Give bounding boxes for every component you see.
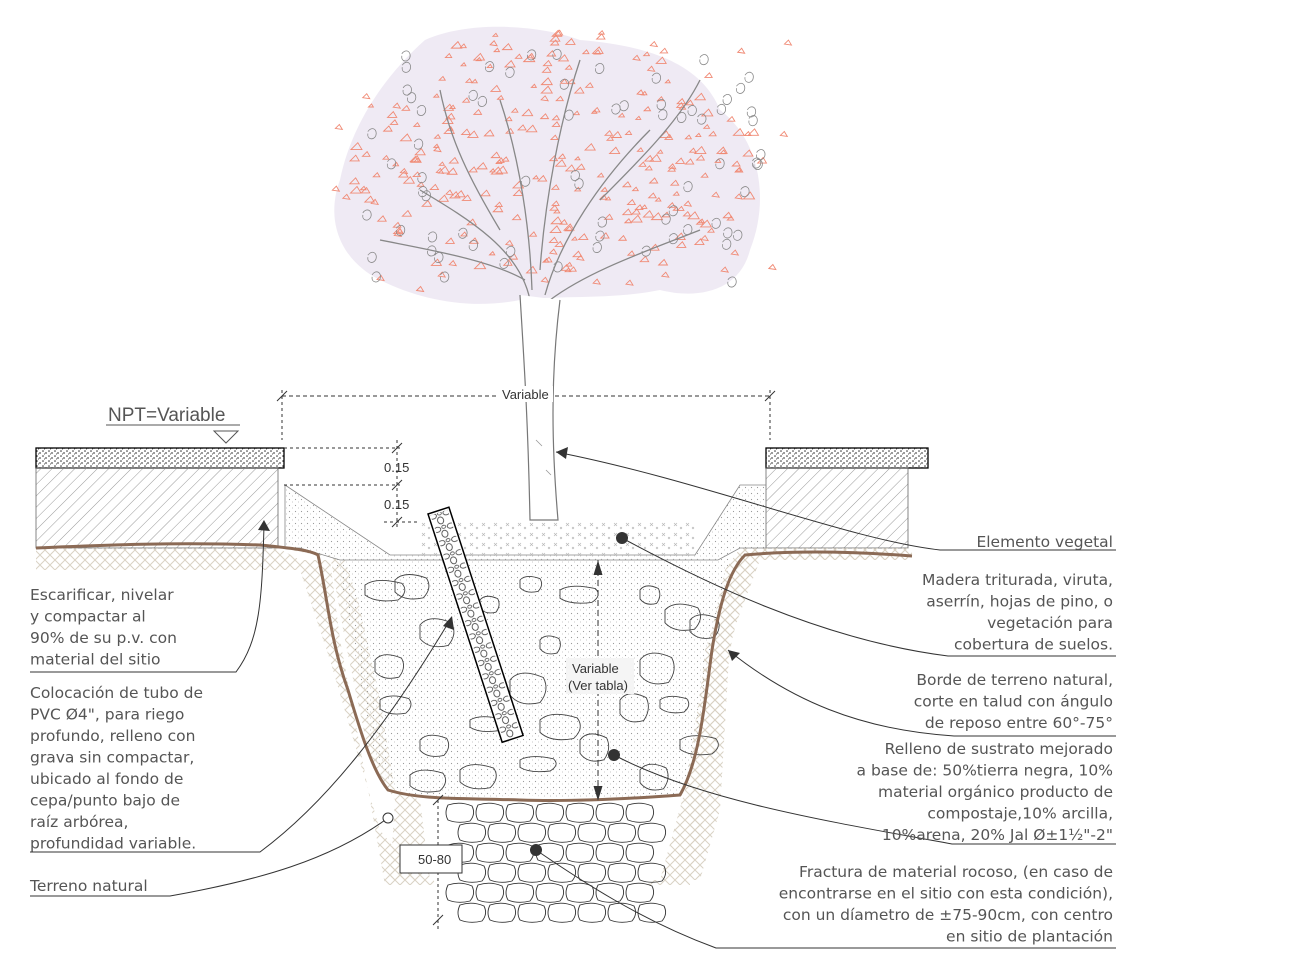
left-label-1: Escarificar, nivelar y compactar al 90% de… (30, 586, 177, 669)
left-label-2-line-8: profundidad variable. (30, 835, 196, 853)
right-label-4-line-5: 10%arena, 20% Jal Ø±1½"-2" (882, 826, 1113, 844)
dim-pit-depth-1: Variable (572, 661, 619, 676)
left-label-2-line-5: ubicado al fondo de (30, 770, 183, 788)
left-label-2-line-3: profundo, relleno con (30, 727, 195, 745)
tree-trunk (519, 294, 561, 521)
left-label-2-line-7: raíz arbórea, (30, 813, 128, 831)
right-label-5: Fractura de material rocoso, (en caso de… (779, 863, 1113, 946)
left-bank (35, 447, 285, 549)
right-label-2-line-1: Madera triturada, viruta, (922, 571, 1113, 589)
right-label-1: Elemento vegetal (976, 533, 1113, 551)
right-label-4-line-4: compostaje,10% arcilla, (927, 805, 1113, 823)
left-label-1-line-3: 90% de su p.v. con (30, 629, 177, 647)
right-label-4-line-2: a base de: 50%tierra negra, 10% (857, 762, 1113, 780)
tree-canopy (331, 26, 793, 304)
right-label-2-line-2: aserrín, hojas de pino, o (926, 593, 1113, 611)
npt-marker: NPT=Variable (106, 405, 240, 444)
right-bank (765, 447, 929, 549)
dimension-lines (276, 390, 776, 930)
left-label-1-line-2: y compactar al (30, 608, 146, 626)
left-label-3-line-1: Terreno natural (29, 877, 148, 895)
rock-fracture-stones (445, 802, 667, 923)
left-label-2: Colocación de tubo de PVC Ø4", para riego… (30, 684, 203, 853)
right-label-3: Borde de terreno natural, corte en talud … (914, 671, 1113, 732)
right-label-4: Relleno de sustrato mejorado a base de: 5… (857, 740, 1113, 844)
dim-rock-depth: 50-80 (418, 852, 451, 867)
right-label-1-line-1: Elemento vegetal (976, 533, 1113, 551)
left-label-2-line-2: PVC Ø4", para riego (30, 706, 184, 724)
left-label-1-line-1: Escarificar, nivelar (30, 586, 174, 604)
right-label-4-line-3: material orgánico producto de (878, 783, 1113, 801)
right-label-5-line-3: con un díametro de ±75-90cm, con centro (783, 906, 1113, 924)
rocks-in-substrate (364, 574, 720, 793)
left-label-2-line-6: cepa/punto bajo de (30, 792, 180, 810)
natural-terrain-boundary (35, 542, 913, 803)
left-label-2-line-1: Colocación de tubo de (30, 684, 203, 702)
dim-top-width: Variable (502, 387, 549, 402)
right-label-2-line-4: cobertura de suelos. (954, 636, 1113, 654)
right-label-3-line-3: de reposo entre 60°-75° (925, 714, 1113, 732)
dim-second-layer: 0.15 (384, 497, 409, 512)
right-label-2-line-3: vegetación para (987, 614, 1113, 632)
left-label-1-line-4: material del sitio (30, 651, 160, 669)
mulch-layer (420, 520, 695, 556)
pvc-pipe (427, 506, 525, 744)
right-label-3-line-2: corte en talud con ángulo (914, 693, 1113, 711)
left-label-3: Terreno natural (29, 877, 148, 895)
leader-lines (30, 447, 1116, 949)
right-label-3-line-1: Borde de terreno natural, (916, 671, 1113, 689)
right-label-5-line-4: en sitio de plantación (946, 928, 1113, 946)
dim-top-layer: 0.15 (384, 460, 409, 475)
left-label-2-line-4: grava sin compactar, (30, 749, 194, 767)
npt-label: NPT=Variable (108, 405, 225, 426)
right-label-5-line-1: Fractura de material rocoso, (en caso de (799, 863, 1113, 881)
left-labels: Escarificar, nivelar y compactar al 90% de… (29, 586, 203, 895)
dim-pit-depth-2: (Ver tabla) (568, 678, 628, 693)
dimension-texts: Variable 0.15 0.15 Variable (Ver tabla) … (384, 386, 634, 874)
right-label-5-line-2: encontrarse en el sitio con esta condici… (779, 885, 1113, 903)
right-label-4-line-1: Relleno de sustrato mejorado (885, 740, 1113, 758)
right-label-2: Madera triturada, viruta, aserrín, hojas … (922, 571, 1113, 654)
rock-fracture-zone (430, 800, 660, 925)
